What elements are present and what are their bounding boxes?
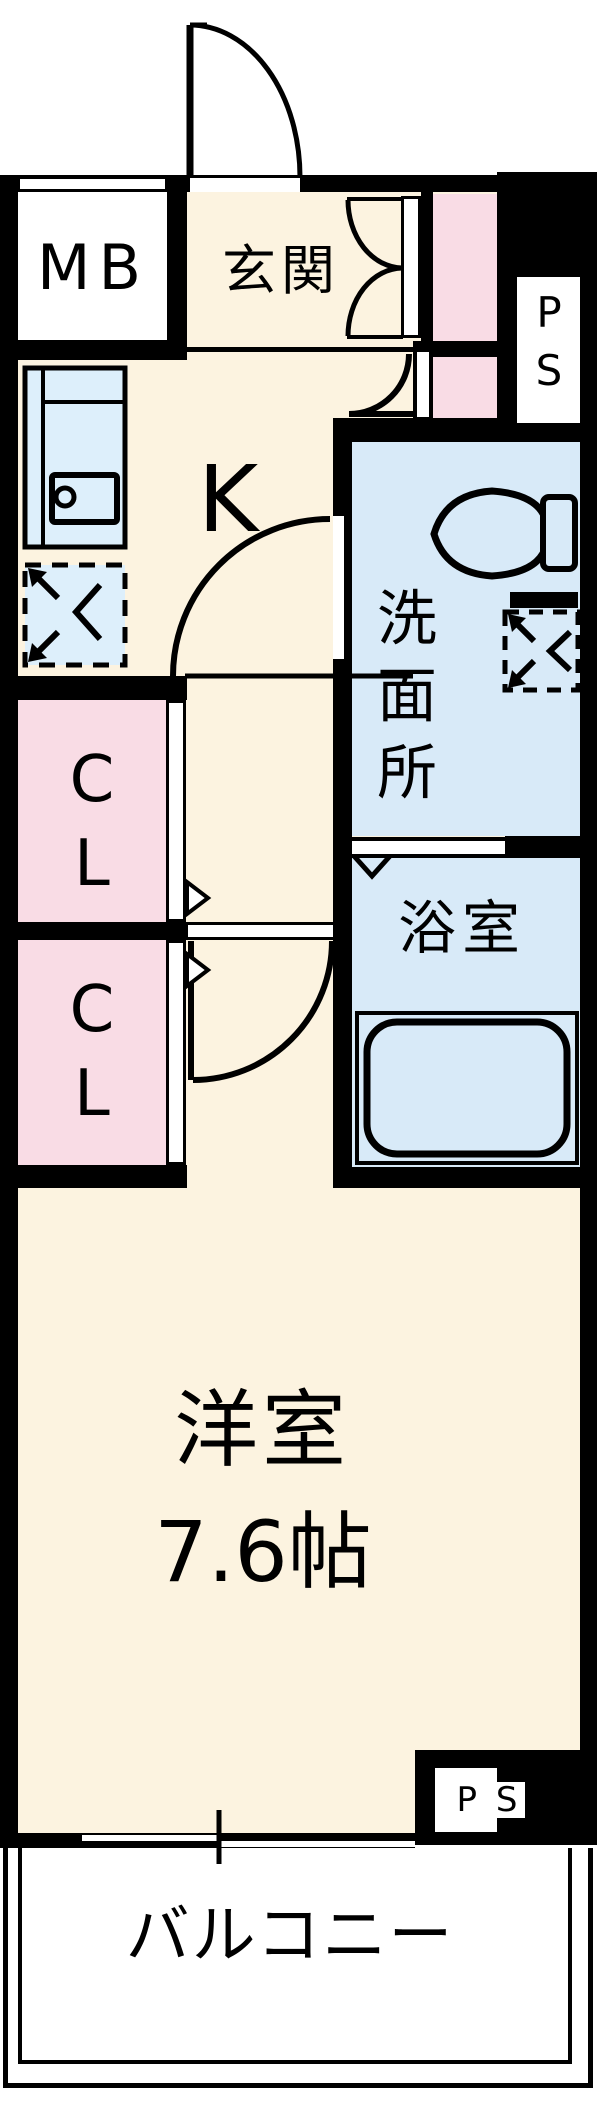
wall-mb-bottom (0, 340, 187, 360)
closet-lower-label: C L (69, 973, 115, 1131)
window-pane-left (82, 1835, 220, 1841)
corridor-door-opening (417, 352, 429, 417)
washroom-label: 洗 面 所 (377, 584, 437, 809)
entrance-step-line (187, 347, 413, 352)
entrance-doorway (190, 178, 300, 192)
pipe-space-bottom-label: P S (456, 1780, 522, 1820)
pipe-space-bottom-box2 (497, 1782, 525, 1818)
balcony-inner-bottom (18, 2060, 572, 2064)
washroom-doorway (333, 516, 344, 659)
window-pane-right (218, 1841, 415, 1847)
room-doorway (188, 925, 333, 937)
wall-bath-bottom (333, 1167, 597, 1188)
closet-upper-room (18, 700, 167, 922)
pipe-space-top-label: P S (535, 288, 563, 395)
closet-lower-room (18, 940, 167, 1165)
wall-cabinet-divider (420, 341, 497, 357)
wall-right (580, 442, 597, 1845)
kitchen-label: K (197, 446, 259, 553)
wall-closet-bottom (0, 1165, 187, 1188)
meter-box-room (18, 192, 167, 340)
pipe-space-top-box (517, 277, 580, 423)
mb-vent-opening (20, 179, 165, 189)
entrance-door-icon (186, 22, 303, 178)
wall-bath-door-side (505, 836, 580, 858)
closet-upper-label: C L (69, 743, 115, 901)
meter-box-label: MB (36, 231, 150, 304)
balcony-outer-right (588, 1848, 593, 2088)
balcony-inner-left (18, 1848, 22, 2064)
wall-left (0, 175, 18, 1848)
western-room-size: 7.6帖 (154, 1503, 372, 1601)
balcony-outer-bottom (3, 2083, 593, 2088)
bathroom-label: 浴室 (397, 894, 527, 962)
closet-lower-door (166, 940, 186, 1165)
balcony-inner-right (568, 1848, 572, 2064)
shoe-cabinet-door (401, 196, 421, 338)
balcony-outer-left (3, 1848, 8, 2088)
balcony-label: バルコニー (125, 1899, 455, 1973)
closet-upper-door (166, 700, 186, 922)
shoe-cabinet-upper (433, 194, 497, 341)
bath-sliding-door (352, 837, 505, 858)
wall-closet-top (18, 676, 187, 700)
shoe-cabinet-lower (433, 357, 497, 422)
entrance-label: 玄関 (222, 239, 340, 302)
wall-mb-right (167, 192, 187, 360)
pipe-space-bottom-box (435, 1768, 497, 1832)
wall-shoe-cabinet (421, 192, 433, 341)
western-room-label: 洋室 (173, 1381, 351, 1479)
